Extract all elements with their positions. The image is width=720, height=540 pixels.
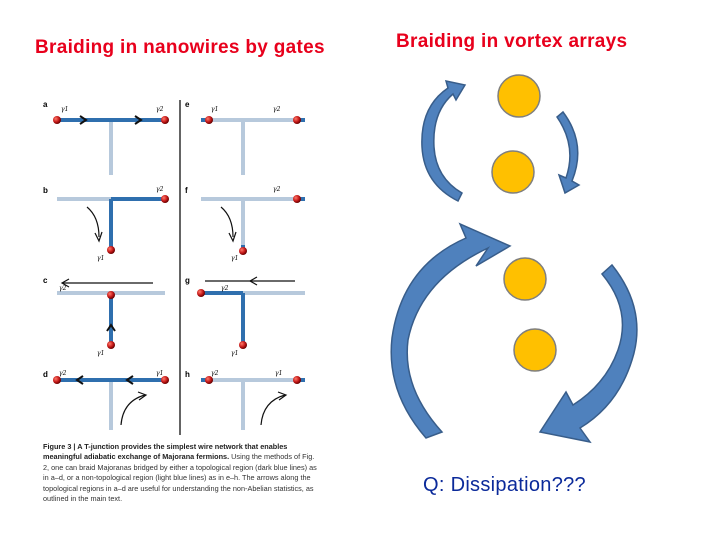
label-gamma1: γ1 (97, 350, 104, 357)
majorana-dot (107, 291, 115, 299)
t-junction-figure: a γ1 γ2 e γ1 γ2 b (35, 95, 325, 520)
vortex-circles (491, 74, 557, 372)
label-gamma1: γ1 (156, 370, 163, 377)
majorana-dot (293, 195, 301, 203)
label-gamma2: γ2 (211, 370, 219, 377)
label-gamma1: γ1 (231, 255, 238, 262)
vortex-circle (491, 150, 535, 194)
caption-bold: Figure 3 | A T-junction provides the sim… (43, 442, 288, 462)
majorana-dot (239, 247, 247, 255)
majorana-dot (53, 376, 61, 384)
arrow-small-left (421, 80, 467, 203)
panel-label-e: e (185, 100, 190, 109)
panel-c: c γ2 γ1 (43, 276, 165, 357)
panel-a: a γ1 γ2 (43, 100, 169, 175)
panel-label-d: d (43, 370, 48, 379)
label-gamma1: γ1 (97, 255, 104, 262)
figure-caption: Figure 3 | A T-junction provides the sim… (43, 442, 318, 504)
label-gamma2: γ2 (59, 370, 67, 377)
vortex-circle (503, 257, 547, 301)
label-gamma2: γ2 (156, 106, 164, 113)
panel-d: d γ2 γ1 (43, 370, 169, 430)
question-text: Q: Dissipation??? (423, 474, 586, 496)
caption-text: Using the methods of Fig. 2, one can bra… (43, 452, 317, 504)
panel-b: b γ2 γ1 (43, 186, 169, 262)
label-gamma1: γ1 (61, 106, 68, 113)
majorana-dot (293, 116, 301, 124)
label-gamma1: γ1 (275, 370, 282, 377)
t-junction-panels: a γ1 γ2 e γ1 γ2 b (43, 100, 305, 435)
panel-f: f γ2 γ1 (185, 186, 305, 262)
title-nanowires: Braiding in nanowires by gates (35, 37, 325, 58)
label-gamma2: γ2 (273, 106, 281, 113)
vortex-circle (497, 74, 541, 118)
majorana-dot (161, 195, 169, 203)
label-gamma2: γ2 (59, 285, 67, 292)
panel-label-a: a (43, 100, 48, 109)
arrow-large-left (390, 222, 512, 439)
label-gamma2: γ2 (273, 186, 281, 193)
title-vortex-arrays: Braiding in vortex arrays (396, 31, 628, 52)
majorana-dot (107, 341, 115, 349)
panel-e: e γ1 γ2 (185, 100, 305, 175)
panel-label-g: g (185, 276, 190, 285)
majorana-dot (293, 376, 301, 384)
majorana-dot (161, 116, 169, 124)
majorana-dot (161, 376, 169, 384)
label-gamma2: γ2 (221, 285, 229, 292)
majorana-dot (197, 289, 205, 297)
majorana-dot (53, 116, 61, 124)
panel-label-f: f (185, 186, 188, 195)
vortex-circle (513, 328, 557, 372)
majorana-dot (239, 341, 247, 349)
panel-label-c: c (43, 276, 48, 285)
vortex-braiding-diagram (390, 74, 638, 444)
label-gamma1: γ1 (231, 350, 238, 357)
arrow-large-right (538, 263, 638, 444)
panel-g: g γ2 γ1 (185, 276, 305, 357)
label-gamma1: γ1 (211, 106, 218, 113)
panel-label-b: b (43, 186, 48, 195)
panel-label-h: h (185, 370, 190, 379)
label-gamma2: γ2 (156, 186, 164, 193)
majorana-dot (205, 116, 213, 124)
panel-h: h γ2 γ1 (185, 370, 305, 430)
majorana-dot (107, 246, 115, 254)
arrow-small-right (555, 110, 581, 195)
majorana-dot (205, 376, 213, 384)
